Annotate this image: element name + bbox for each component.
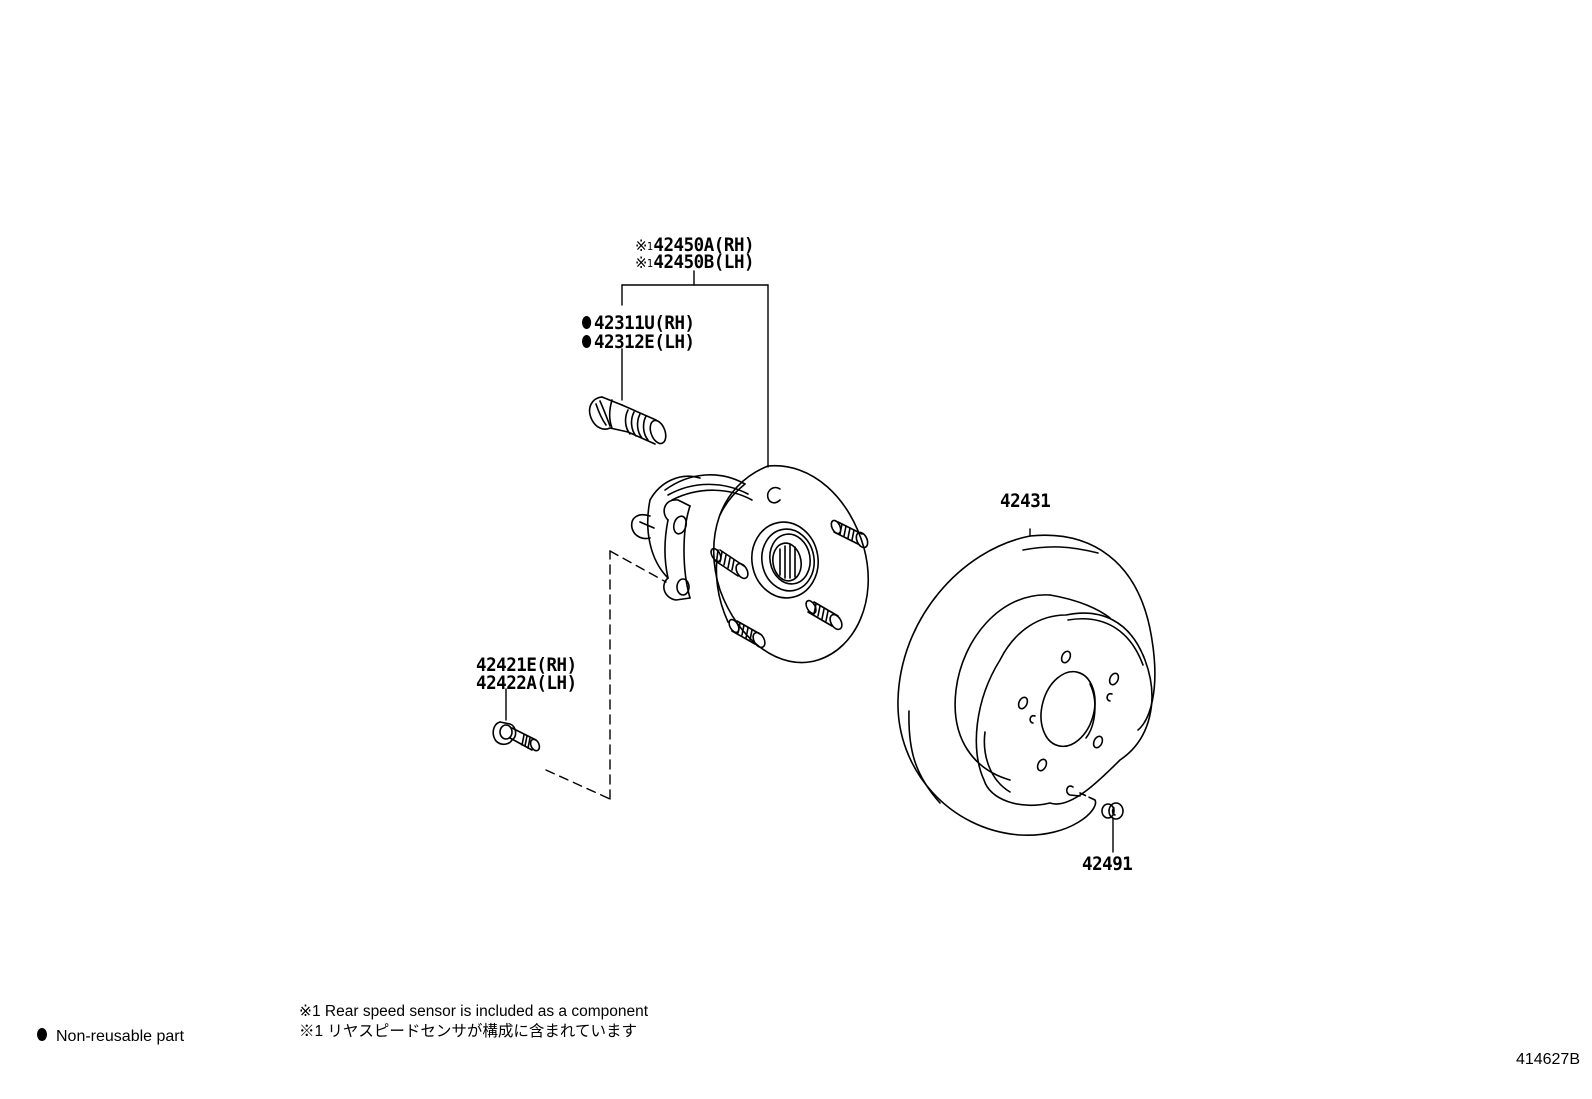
part-number: 42422A(LH) (476, 672, 577, 694)
part-number: 42421E(RH) (476, 654, 577, 676)
callout-sensor-bolt-rh: 42421E(RH) (476, 656, 577, 675)
brake-disc-icon (897, 534, 1156, 836)
hub-assembly-icon (630, 464, 869, 664)
callout-sensor-bolt-lh: 42422A(LH) (476, 674, 577, 693)
callout-hub-assembly-rh: ※142450A(RH) (635, 234, 755, 256)
hub-bolt-icon (588, 396, 667, 445)
legend-label: Non-reusable part (56, 1028, 185, 1045)
callout-hub-assembly-lh: ※142450B(LH) (635, 251, 755, 273)
dashed-leader (545, 550, 667, 800)
non-reusable-dot-icon (582, 316, 592, 329)
part-number: 42450B(LH) (653, 251, 755, 273)
part-number: 42311U(RH) (593, 312, 695, 334)
note-reference-mark: ※ (635, 253, 647, 272)
part-number: 42450A(RH) (653, 234, 755, 256)
wheel-stud (830, 519, 869, 549)
plug-icon (1101, 802, 1124, 820)
sensor-bolt-icon (492, 721, 541, 752)
legend: Non-reusable part (37, 1028, 184, 1046)
non-reusable-dot-icon (582, 335, 592, 348)
leader-lines (505, 270, 1114, 853)
callout-plug: 42491 (1082, 853, 1133, 875)
wheel-stud (728, 618, 766, 649)
part-number: 42431 (1000, 490, 1051, 512)
part-number: 42491 (1082, 853, 1133, 875)
note-reference-mark: ※ (635, 236, 647, 255)
callout-hub-bolt-rh: 42311U(RH) (582, 314, 695, 333)
callout-hub-bolt-lh: 42312E(LH) (582, 333, 695, 352)
part-number: 42312E(LH) (593, 331, 695, 353)
footnote-ja: ※1 リヤスピードセンサが構成に含まれています (299, 1023, 637, 1040)
figure-id: 414627B (1515, 1051, 1580, 1068)
footnote-en: ※1 Rear speed sensor is included as a co… (299, 1003, 649, 1020)
wheel-stud (710, 547, 749, 580)
non-reusable-dot-icon (37, 1028, 47, 1041)
wheel-stud (805, 599, 843, 631)
callout-brake-disc: 42431 (1000, 490, 1051, 512)
